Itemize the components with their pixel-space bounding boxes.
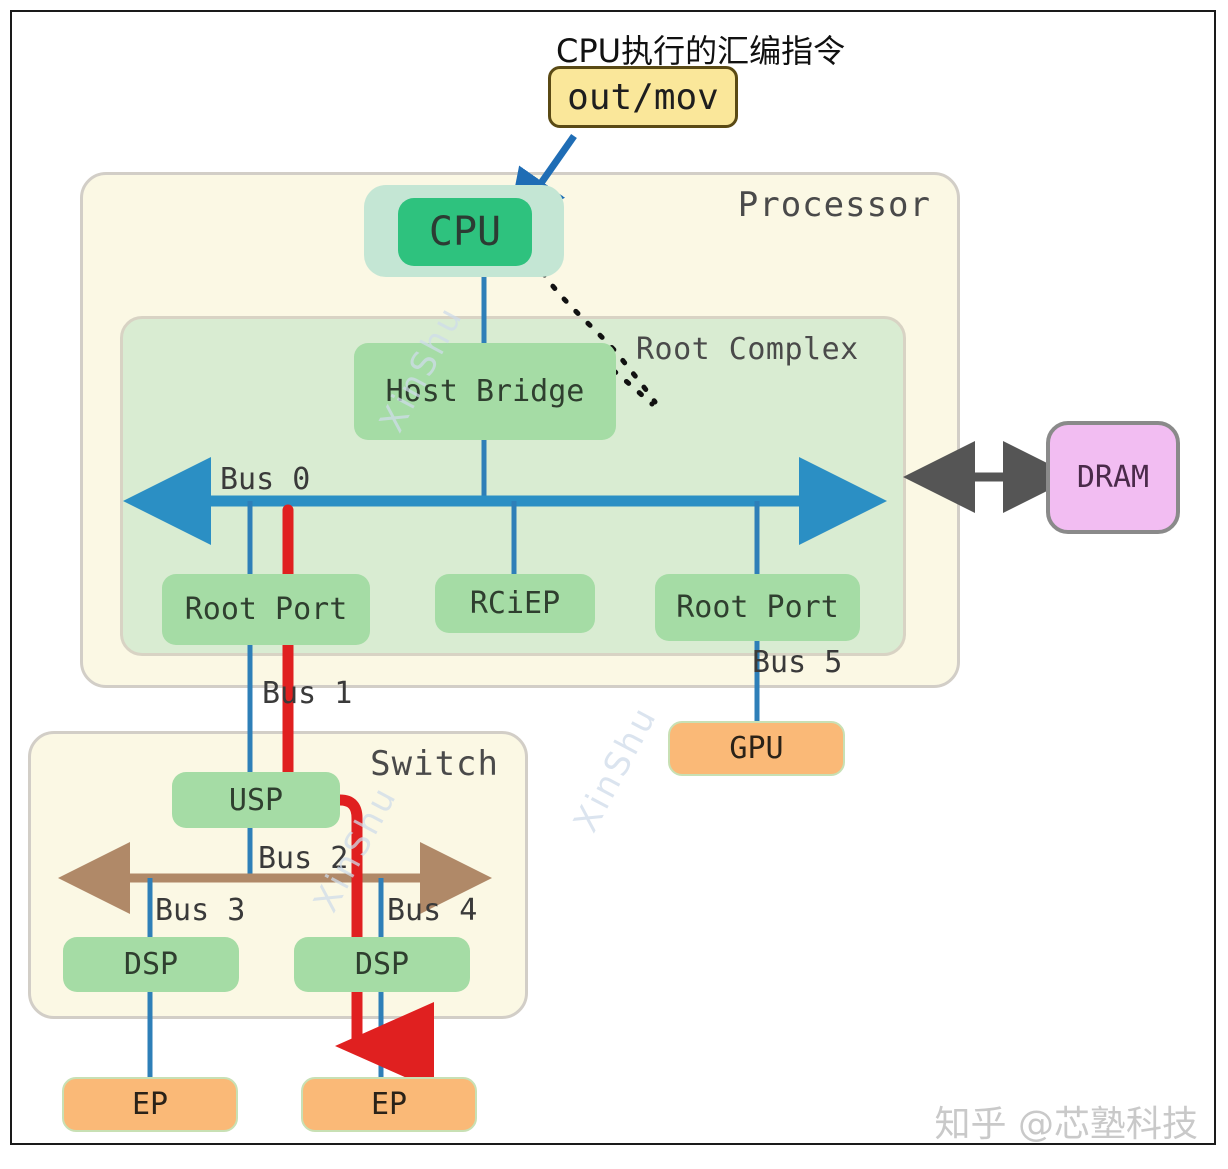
container-root-complex-label: Root Complex — [636, 332, 859, 367]
container-switch-label: Switch — [370, 744, 499, 784]
node-host-bridge[interactable]: Host Bridge — [354, 343, 616, 440]
node-rciep[interactable]: RCiEP — [435, 574, 595, 633]
node-dram[interactable]: DRAM — [1046, 421, 1180, 534]
node-root-port-left[interactable]: Root Port — [162, 574, 370, 645]
bus-label-bus2: Bus 2 — [258, 841, 349, 876]
node-dsp-left[interactable]: DSP — [63, 937, 239, 992]
node-ep-left[interactable]: EP — [62, 1077, 238, 1132]
bus-label-bus1: Bus 1 — [262, 676, 353, 711]
node-dsp-right[interactable]: DSP — [294, 937, 470, 992]
node-usp[interactable]: USP — [172, 772, 340, 828]
bus-label-bus3: Bus 3 — [155, 893, 246, 928]
node-ep-right[interactable]: EP — [301, 1077, 477, 1132]
watermark-corner: 知乎 @芯塾科技 — [934, 1104, 1198, 1145]
bus-label-bus0: Bus 0 — [220, 462, 311, 497]
instruction-annotation: CPU执行的汇编指令 — [556, 32, 846, 70]
instruction-box[interactable]: out/mov — [548, 66, 738, 128]
node-gpu[interactable]: GPU — [668, 721, 845, 776]
bus-label-bus4: Bus 4 — [387, 893, 478, 928]
container-processor-label: Processor — [737, 185, 931, 225]
bus-label-bus5: Bus 5 — [752, 645, 843, 680]
node-root-port-right[interactable]: Root Port — [655, 574, 860, 641]
node-cpu[interactable]: CPU — [398, 198, 532, 266]
